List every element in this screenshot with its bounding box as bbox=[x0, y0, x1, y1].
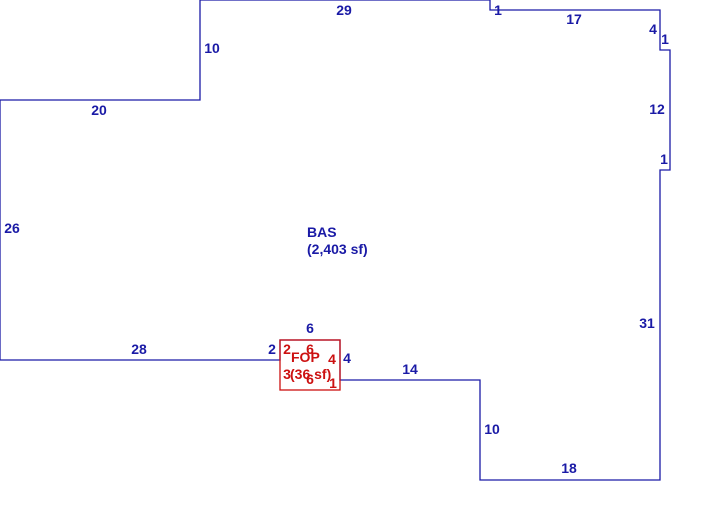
fop-area-label: (36 sf) bbox=[290, 366, 331, 382]
dim-right-side: 31 bbox=[639, 315, 655, 331]
dim-middle-vertical: 10 bbox=[484, 421, 500, 437]
fop-dim-left: 3 bbox=[283, 366, 291, 382]
fop-outline bbox=[279, 339, 341, 391]
fop-dim-right-bottom: 1 bbox=[329, 375, 337, 391]
dim-porch-left: 2 bbox=[268, 341, 276, 357]
dim-porch-top: 6 bbox=[306, 320, 314, 336]
dim-bottom-left: 28 bbox=[131, 341, 147, 357]
dim-top-right: 17 bbox=[566, 11, 582, 27]
dim-notch-side-top: 1 bbox=[661, 31, 669, 47]
bas-area-label: (2,403 sf) bbox=[307, 241, 368, 257]
dim-notch-top: 4 bbox=[649, 21, 657, 37]
fop-dim-top: 6 bbox=[306, 341, 314, 357]
dim-notch-right: 12 bbox=[649, 101, 665, 117]
dim-step-top: 1 bbox=[494, 2, 502, 18]
bas-name-label: BAS bbox=[307, 224, 337, 240]
fop-dim-bottom: 6 bbox=[306, 371, 314, 387]
dim-bottom-right: 18 bbox=[561, 460, 577, 476]
dim-notch-side-bottom: 1 bbox=[660, 151, 668, 167]
dim-left-top: 20 bbox=[91, 102, 107, 118]
fop-dim-right: 4 bbox=[328, 351, 336, 367]
fop-dim-left-top: 2 bbox=[283, 341, 291, 357]
dim-upper-left-vertical: 10 bbox=[204, 40, 220, 56]
dim-left-side: 26 bbox=[4, 220, 20, 236]
fop-name-label: FOP bbox=[291, 349, 320, 365]
bas-outline bbox=[0, 0, 671, 481]
dim-porch-right: 4 bbox=[343, 350, 351, 366]
dim-bottom-middle: 14 bbox=[402, 361, 418, 377]
dim-top: 29 bbox=[336, 2, 352, 18]
